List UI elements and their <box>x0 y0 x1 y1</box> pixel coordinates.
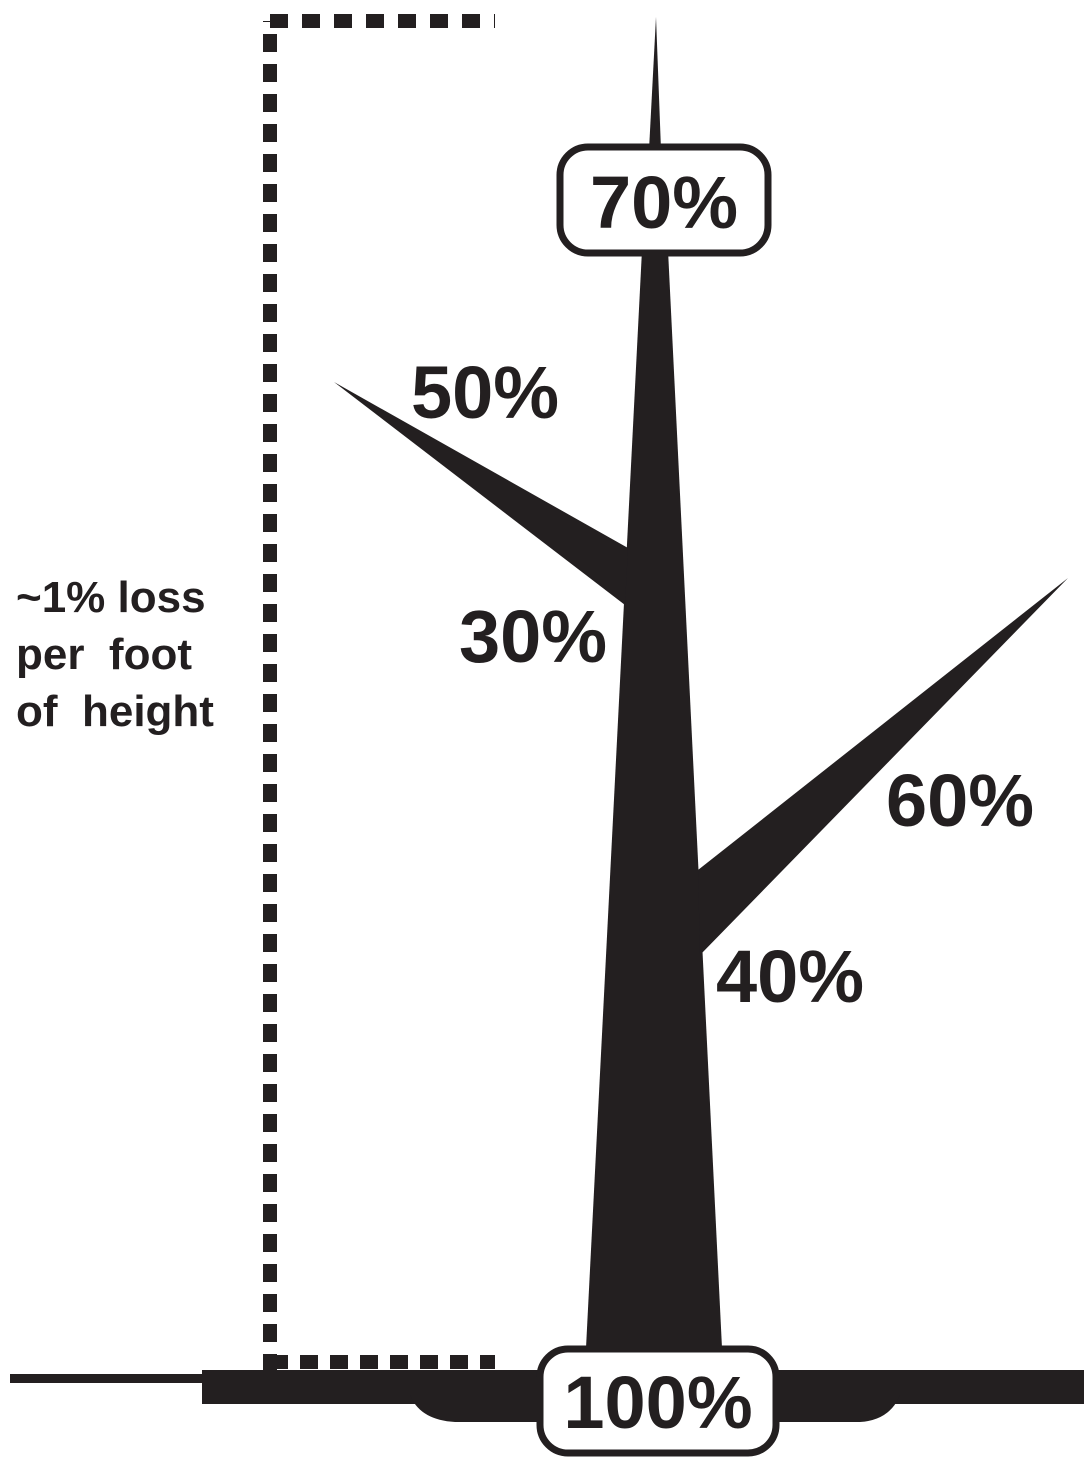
tree-trunk <box>586 250 722 1348</box>
height-bracket <box>263 14 495 1372</box>
top-label-frame <box>556 143 772 257</box>
top-label-box: 70% <box>556 143 772 257</box>
top-label: 70% <box>590 161 738 244</box>
tree-left-branch <box>334 382 628 605</box>
tree-right-branch <box>698 578 1068 955</box>
ground-label: 100% <box>563 1361 752 1444</box>
note-line-3: of height <box>16 687 214 736</box>
branch-left-base-label: 30% <box>459 595 607 678</box>
ground-thin-line <box>10 1374 210 1383</box>
ground-label-box: 100% <box>536 1345 780 1457</box>
height-loss-note: ~1% loss per foot of height <box>16 573 214 736</box>
branch-left-tip-label: 50% <box>411 351 559 434</box>
ground-label-frame <box>536 1345 780 1457</box>
branch-right-tip-label: 60% <box>886 759 1034 842</box>
note-line-1: ~1% loss <box>16 573 206 622</box>
tree-shape <box>334 17 1068 1348</box>
branch-right-base-label: 40% <box>716 935 864 1018</box>
tree-top-spike <box>649 17 661 150</box>
note-line-2: per foot <box>16 630 192 679</box>
